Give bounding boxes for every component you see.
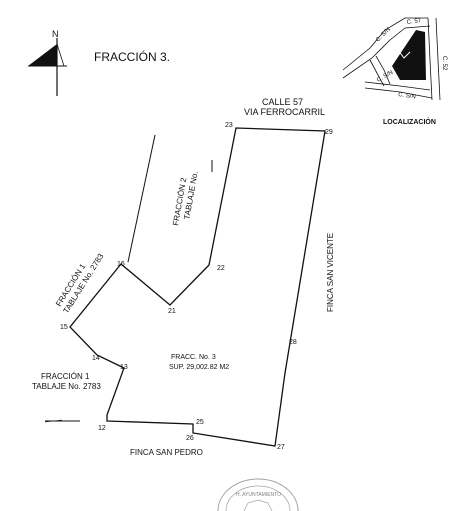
north-label: N [52, 29, 59, 39]
street-name: CALLE 57 [262, 97, 303, 107]
street-sub: VIA FERROCARRIL [244, 107, 325, 117]
vertex-28: 28 [289, 339, 297, 346]
location-title: LOCALIZACIÓN [383, 117, 436, 126]
svg-text:H. AYUNTAMIENTO: H. AYUNTAMIENTO [236, 492, 281, 498]
vertex-16: 16 [117, 261, 125, 268]
vertex-13: 13 [120, 364, 128, 371]
north-arrow-icon [28, 38, 67, 96]
fraccion1-upper-label: FRACCIÓN 1 TABLAJE No. 2783 [54, 251, 106, 315]
location-map [342, 17, 441, 101]
vertex-25: 25 [196, 419, 204, 426]
fraccion1-lower-line2: TABLAJE No. 2783 [32, 382, 101, 391]
finca-san-vicente-label: FINCA SAN VICENTE [326, 233, 335, 312]
vertex-27: 27 [277, 444, 285, 451]
parcel-area: SUP. 29,002.82 M2 [169, 364, 229, 371]
fraccion2-boundary-line [127, 134, 156, 263]
parcel-label: FRACC. No. 3 [171, 354, 216, 361]
vertex-12: 12 [98, 425, 106, 432]
fraccion1-lower-line1: FRACCIÓN 1 [41, 372, 90, 381]
fraccion2-label: FRACCIÓN 2 TABLAJE No. [171, 171, 200, 227]
location-street-c52: C. 52 [441, 56, 447, 71]
vertex-15: 15 [60, 324, 68, 331]
location-street-c57: C. 57 [406, 18, 422, 26]
plan-title: FRACCIÓN 3. [94, 49, 170, 64]
svg-text:FINCA SAN VICENTE: FINCA SAN VICENTE [326, 233, 335, 312]
location-street-csn-3: C. S/N [398, 92, 416, 100]
finca-san-pedro-label: FINCA SAN PEDRO [130, 448, 203, 457]
vertex-29: 29 [325, 129, 333, 136]
vertex-26: 26 [186, 435, 194, 442]
parcel-boundary [69, 127, 326, 447]
vertex-23: 23 [225, 122, 233, 129]
vertex-14: 14 [92, 355, 100, 362]
municipal-seal-stamp: H. AYUNTAMIENTO [217, 478, 299, 511]
vertex-22: 22 [217, 265, 225, 272]
vertex-21: 21 [168, 308, 176, 315]
